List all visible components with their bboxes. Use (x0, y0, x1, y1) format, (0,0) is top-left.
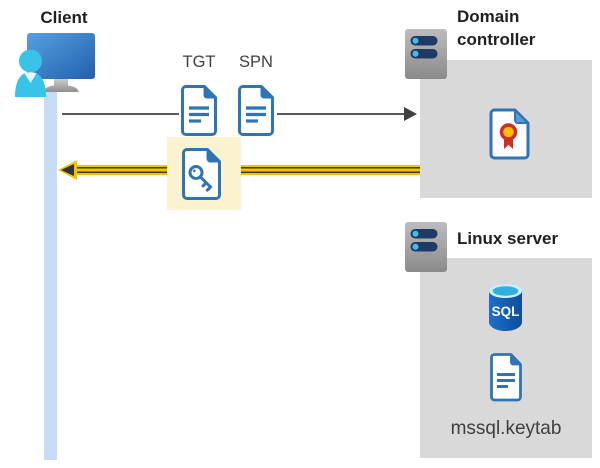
session-key-document-icon (181, 147, 222, 201)
monitor-stand (43, 79, 79, 92)
person-body (15, 72, 46, 97)
client-lifeline-bar (44, 91, 57, 460)
request-arrow-shaft-right (277, 113, 404, 115)
person-collar (24, 72, 37, 83)
rosette (499, 123, 518, 141)
response-arrow-shaft (74, 165, 420, 175)
response-arrow-head (61, 163, 74, 176)
tgt-document-icon (180, 84, 218, 137)
tgt-label: TGT (182, 53, 216, 71)
client-label: Client (40, 8, 88, 27)
request-arrow-head (404, 107, 417, 121)
monitor-icon (27, 33, 95, 79)
keytab-document-icon (489, 352, 523, 403)
person-head (19, 49, 42, 73)
domain-controller-label: Domain controller (457, 7, 536, 49)
linux-server-icon (404, 221, 448, 273)
domain-controller-server-icon (404, 28, 448, 80)
request-arrow-shaft-left (62, 113, 179, 115)
sql-text: SQL (492, 304, 520, 319)
spn-document-icon (237, 84, 275, 137)
client-icon (13, 33, 98, 97)
keytab-filename-label: mssql.keytab (450, 418, 562, 439)
linux-server-label: Linux server (457, 229, 559, 248)
certificate-icon (489, 108, 530, 160)
key-icon (188, 165, 204, 180)
sql-database-icon: SQL (487, 282, 524, 332)
spn-label: SPN (239, 53, 273, 71)
